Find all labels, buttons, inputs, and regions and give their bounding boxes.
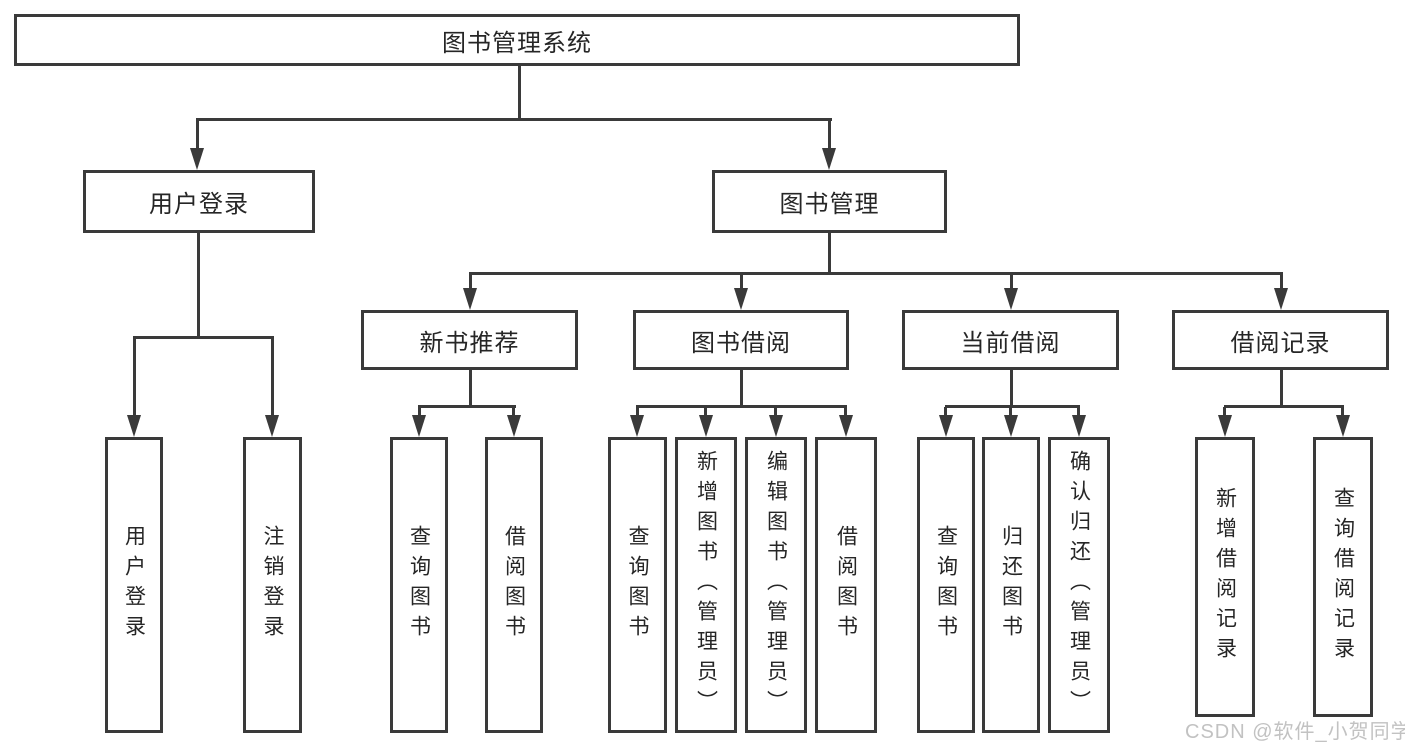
node-query-books-borrowing: 查询图书 xyxy=(608,437,667,733)
arrowhead-down-icon xyxy=(412,415,426,437)
connector-new-book-bar xyxy=(418,405,516,408)
leaf-label: 用户登录 xyxy=(122,525,146,645)
watermark-text: CSDN @软件_小贺同学 xyxy=(1185,721,1405,743)
arrowhead-down-icon xyxy=(1218,415,1232,437)
node-root: 图书管理系统 xyxy=(14,14,1020,66)
node-book-borrowing: 图书借阅 xyxy=(633,310,849,370)
connector-leaf-stub xyxy=(1009,407,1012,418)
leaf-label: 新增图书（管理员） xyxy=(694,450,718,720)
node-return-books: 归还图书 xyxy=(982,437,1040,733)
node-new-book-recommendation: 新书推荐 xyxy=(361,310,578,370)
arrowhead-down-icon xyxy=(1004,415,1018,437)
node-current-borrowing-label: 当前借阅 xyxy=(960,329,1061,357)
arrowhead-down-icon xyxy=(463,288,477,310)
arrowhead-down-icon xyxy=(507,415,521,437)
connector-to-book-management xyxy=(828,120,831,152)
connector-leaf-stub xyxy=(1341,407,1344,418)
connector-book-management-stub xyxy=(828,233,831,274)
node-user-login-label: 用户登录 xyxy=(149,191,249,218)
connector-current-borrow-stub xyxy=(1010,370,1013,407)
node-borrow-books-recommend: 借阅图书 xyxy=(485,437,543,733)
connector-level3-bar xyxy=(469,272,1283,275)
leaf-label: 查询图书 xyxy=(626,525,649,645)
connector-leaf-stub xyxy=(774,407,777,418)
connector-leaf-stub xyxy=(1077,407,1080,418)
leaf-label: 归还图书 xyxy=(999,525,1023,645)
connector-new-book-stub xyxy=(469,370,472,407)
connector-leaf-stub xyxy=(512,407,515,418)
connector-leaf-stub xyxy=(636,407,639,418)
connector-to-new-book xyxy=(469,274,472,290)
arrowhead-down-icon xyxy=(699,415,713,437)
arrowhead-down-icon xyxy=(265,415,279,437)
connector-to-current-borrow xyxy=(1010,274,1013,290)
leaf-label: 新增借阅记录 xyxy=(1213,487,1237,667)
arrowhead-down-icon xyxy=(822,148,836,170)
leaf-label: 编辑图书（管理员） xyxy=(764,450,788,720)
leaf-label: 注销登录 xyxy=(261,525,284,645)
node-confirm-return-admin: 确认归还（管理员） xyxy=(1048,437,1110,733)
connector-to-user-login xyxy=(196,120,199,152)
connector-leaf-stub xyxy=(418,407,421,418)
arrowhead-down-icon xyxy=(1072,415,1086,437)
node-borrowing-records: 借阅记录 xyxy=(1172,310,1389,370)
connector-book-borrow-stub xyxy=(740,370,743,407)
leaf-label: 查询图书 xyxy=(407,525,431,645)
arrowhead-down-icon xyxy=(630,415,644,437)
node-borrowing-records-label: 借阅记录 xyxy=(1230,329,1331,357)
arrowhead-down-icon xyxy=(939,415,953,437)
arrowhead-down-icon xyxy=(1336,415,1350,437)
arrowhead-down-icon xyxy=(190,148,204,170)
node-add-borrow-record: 新增借阅记录 xyxy=(1195,437,1255,717)
connector-root-stub xyxy=(518,66,521,120)
connector-leaf-stub xyxy=(1223,407,1226,418)
node-query-borrow-record: 查询借阅记录 xyxy=(1313,437,1373,717)
arrowhead-down-icon xyxy=(1274,288,1288,310)
connector-leaf-stub xyxy=(944,407,947,418)
node-edit-books-admin: 编辑图书（管理员） xyxy=(745,437,807,733)
node-user-login: 用户登录 xyxy=(83,170,315,233)
node-add-books-admin: 新增图书（管理员） xyxy=(675,437,737,733)
node-query-books-recommend: 查询图书 xyxy=(390,437,448,733)
connector-leaf-stub xyxy=(704,407,707,418)
arrowhead-down-icon xyxy=(1004,288,1018,310)
leaf-label: 查询借阅记录 xyxy=(1331,487,1355,667)
arrowhead-down-icon xyxy=(839,415,853,437)
node-borrow-books-borrowing: 借阅图书 xyxy=(815,437,877,733)
node-query-books-current: 查询图书 xyxy=(917,437,975,733)
connector-to-login-leaf xyxy=(133,338,136,418)
leaf-label: 借阅图书 xyxy=(834,525,858,645)
node-book-management: 图书管理 xyxy=(712,170,947,233)
connector-borrow-records-bar xyxy=(1224,405,1344,408)
node-root-label: 图书管理系统 xyxy=(442,29,592,57)
node-logout-leaf: 注销登录 xyxy=(243,437,302,733)
arrowhead-down-icon xyxy=(769,415,783,437)
node-book-management-label: 图书管理 xyxy=(779,191,880,218)
arrowhead-down-icon xyxy=(734,288,748,310)
connector-root-bar xyxy=(196,118,832,121)
connector-to-book-borrow xyxy=(740,274,743,290)
leaf-label: 借阅图书 xyxy=(502,525,526,645)
arrowhead-down-icon xyxy=(127,415,141,437)
connector-leaf-stub xyxy=(844,407,847,418)
node-current-borrowing: 当前借阅 xyxy=(902,310,1119,370)
connector-current-borrow-bar xyxy=(945,405,1080,408)
leaf-label: 查询图书 xyxy=(934,525,958,645)
connector-book-borrow-bar xyxy=(636,405,847,408)
node-user-login-leaf: 用户登录 xyxy=(105,437,163,733)
connector-borrow-records-stub xyxy=(1280,370,1283,407)
connector-to-borrow-records xyxy=(1280,274,1283,290)
connector-to-logout-leaf xyxy=(271,338,274,418)
node-book-borrowing-label: 图书借阅 xyxy=(691,329,791,357)
leaf-label: 确认归还（管理员） xyxy=(1067,450,1091,720)
node-new-book-recommendation-label: 新书推荐 xyxy=(419,329,520,357)
connector-user-login-stub xyxy=(197,233,200,338)
connector-user-login-bar xyxy=(133,336,274,339)
